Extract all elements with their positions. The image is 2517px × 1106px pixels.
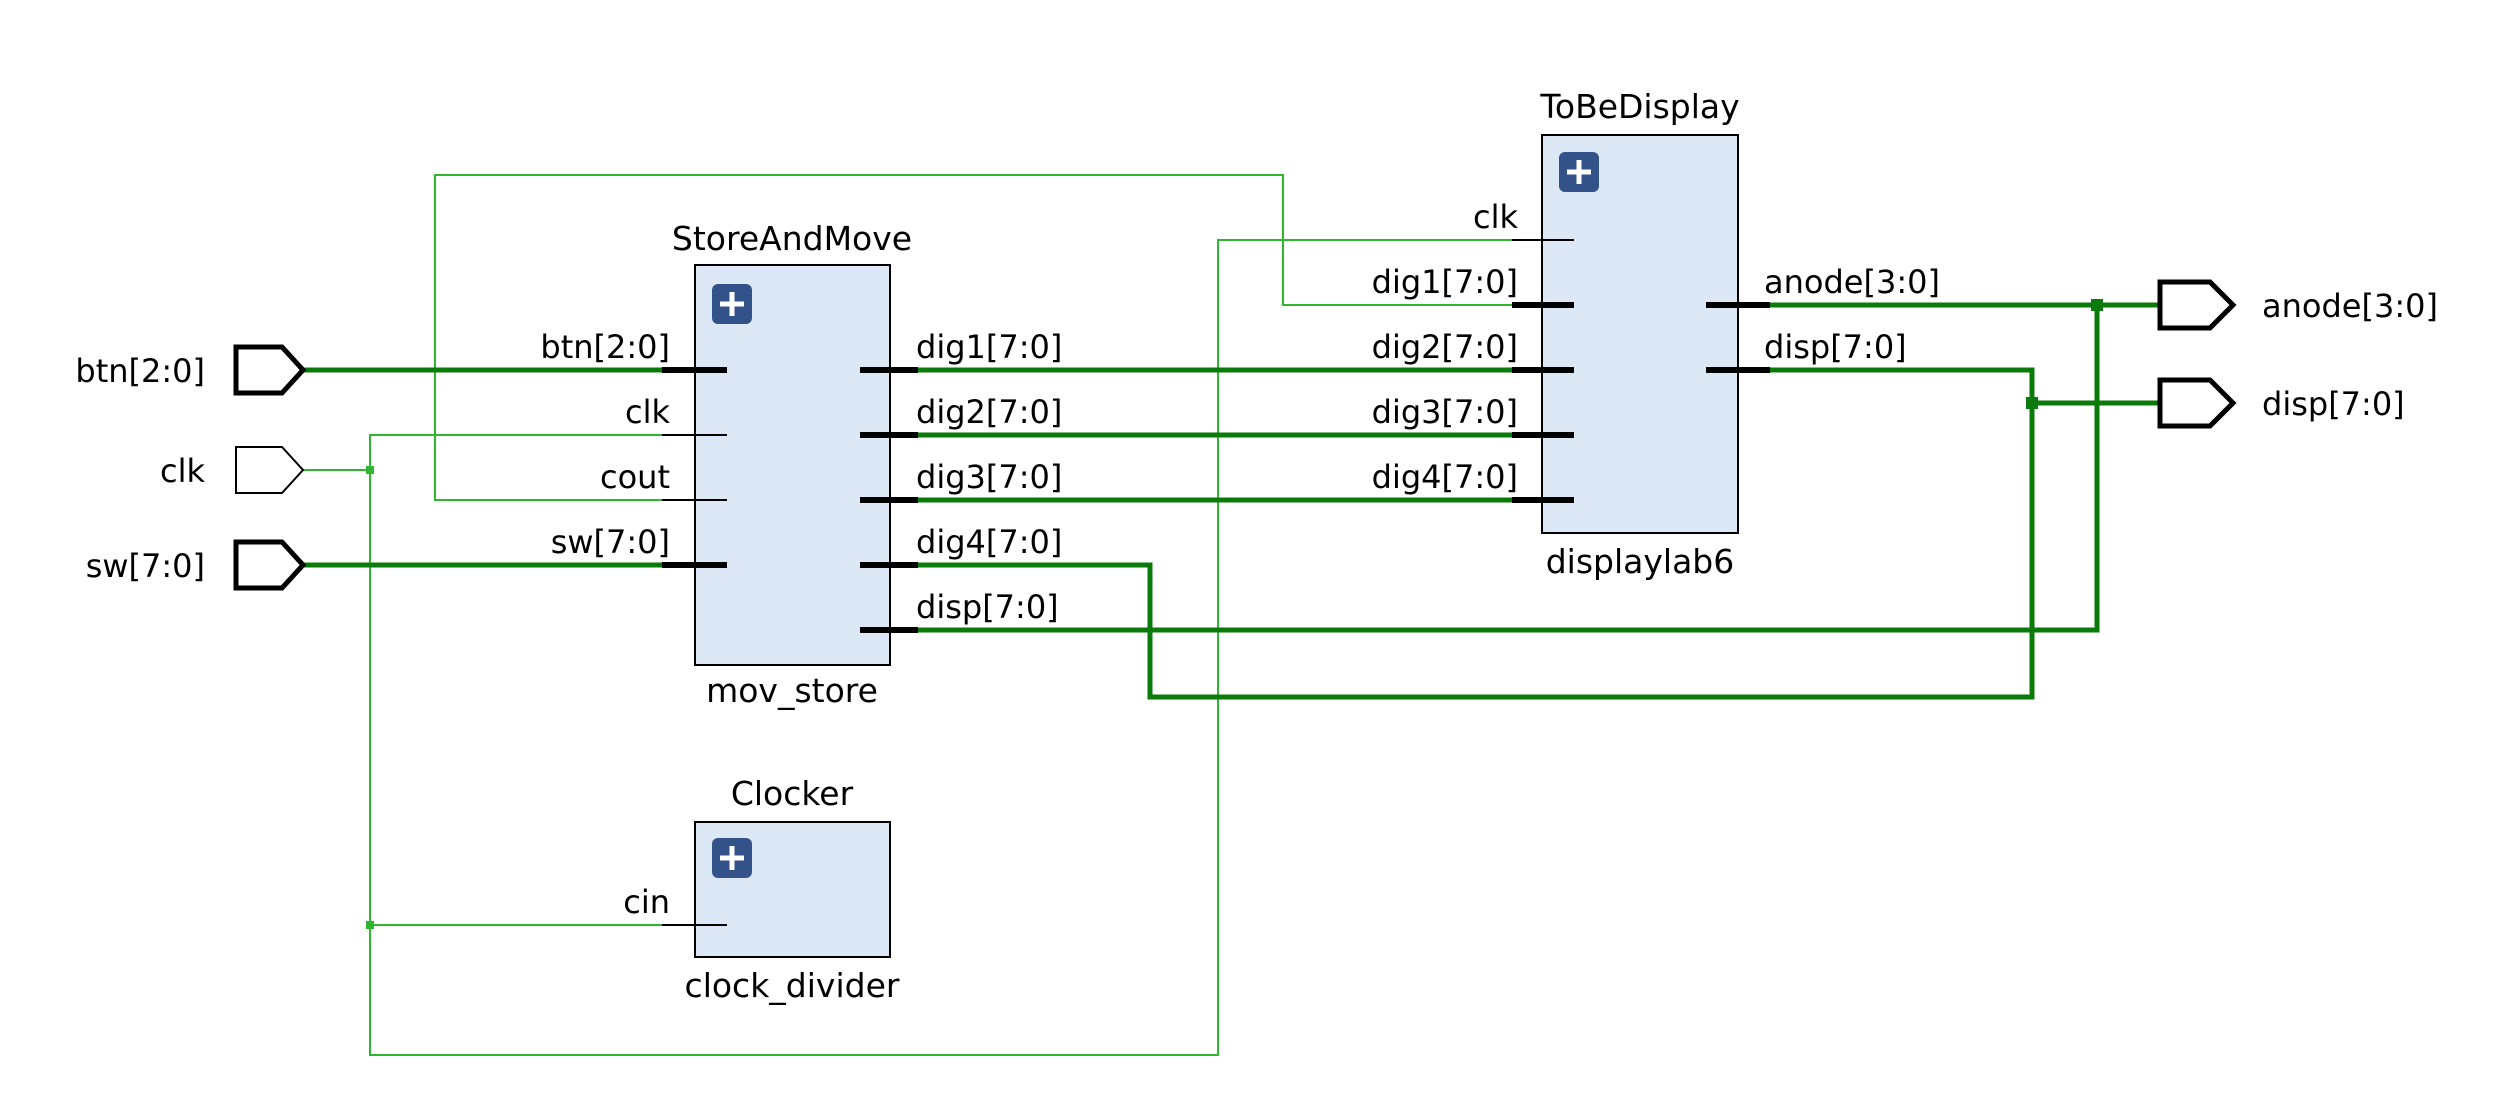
pin-label-dig3: dig3[7:0] bbox=[916, 458, 1062, 496]
net-cout-to-dig1[interactable] bbox=[434, 174, 1512, 501]
pin-label-disp: disp[7:0] bbox=[916, 588, 1059, 626]
pin-label-disp: disp[7:0] bbox=[1764, 328, 1907, 366]
block-title: Clocker bbox=[731, 774, 854, 813]
input-port-sw[interactable]: sw[7:0] bbox=[86, 539, 307, 591]
block-title: ToBeDisplay bbox=[1539, 87, 1739, 126]
input-port-btn[interactable]: btn[2:0] bbox=[75, 344, 307, 396]
pin-label-cin: cin bbox=[623, 883, 670, 921]
block-body[interactable] bbox=[694, 264, 891, 666]
expand-button[interactable] bbox=[1559, 152, 1599, 192]
block-body[interactable] bbox=[1541, 134, 1739, 534]
pin-label-dig3: dig3[7:0] bbox=[1372, 393, 1518, 431]
input-port-clk[interactable]: clk bbox=[160, 446, 305, 494]
pin-label-clk: clk bbox=[1473, 198, 1518, 236]
pin-label-btn: btn[2:0] bbox=[540, 328, 670, 366]
output-port-disp[interactable]: disp[7:0] bbox=[2157, 377, 2405, 429]
pin-label-dig2: dig2[7:0] bbox=[916, 393, 1062, 431]
net-dig4-bus[interactable] bbox=[918, 367, 2035, 700]
pin-label-dig4: dig4[7:0] bbox=[916, 523, 1062, 561]
output-port-anode[interactable]: anode[3:0] bbox=[2157, 279, 2438, 331]
port-label-disp: disp[7:0] bbox=[2262, 385, 2405, 423]
block-instance-name: mov_store bbox=[706, 671, 878, 710]
pin-label-dig2: dig2[7:0] bbox=[1372, 328, 1518, 366]
block-instance-name: clock_divider bbox=[685, 966, 900, 1005]
block-storeandmove[interactable]: StoreAndMove btn[2:0] clk cout sw[7:0] d… bbox=[540, 219, 1062, 710]
block-instance-name: displaylab6 bbox=[1546, 542, 1735, 581]
port-label-clk: clk bbox=[160, 452, 205, 490]
port-label-sw: sw[7:0] bbox=[86, 547, 205, 585]
pin-label-dig4: dig4[7:0] bbox=[1372, 458, 1518, 496]
pin-label-anode: anode[3:0] bbox=[1764, 263, 1940, 301]
wires bbox=[303, 174, 2160, 1056]
junction-dot bbox=[2026, 397, 2038, 409]
block-clocker[interactable]: Clocker cin clock_divider bbox=[623, 774, 900, 1005]
pin-label-dig1: dig1[7:0] bbox=[1372, 263, 1518, 301]
net-clk-to-tobedisplay[interactable] bbox=[369, 239, 1574, 1056]
pin-label-sw: sw[7:0] bbox=[551, 523, 670, 561]
block-tobedisplay[interactable]: ToBeDisplay clk dig1[7:0] dig2[7:0] dig3… bbox=[1372, 87, 1940, 581]
net-clk-to-storeandmove[interactable] bbox=[369, 434, 690, 470]
junction-dot bbox=[366, 466, 374, 474]
junction-dot bbox=[2091, 299, 2103, 311]
pin-label-clk: clk bbox=[625, 393, 670, 431]
port-label-anode: anode[3:0] bbox=[2262, 287, 2438, 325]
expand-button[interactable] bbox=[712, 284, 752, 324]
port-label-btn: btn[2:0] bbox=[75, 352, 205, 390]
block-title: StoreAndMove bbox=[672, 219, 912, 258]
pin-label-cout: cout bbox=[600, 458, 670, 496]
junction-dot bbox=[366, 921, 374, 929]
junctions bbox=[366, 299, 2103, 929]
expand-button[interactable] bbox=[712, 838, 752, 878]
pin-label-dig1: dig1[7:0] bbox=[916, 328, 1062, 366]
net-disp-bus[interactable] bbox=[918, 302, 2100, 633]
